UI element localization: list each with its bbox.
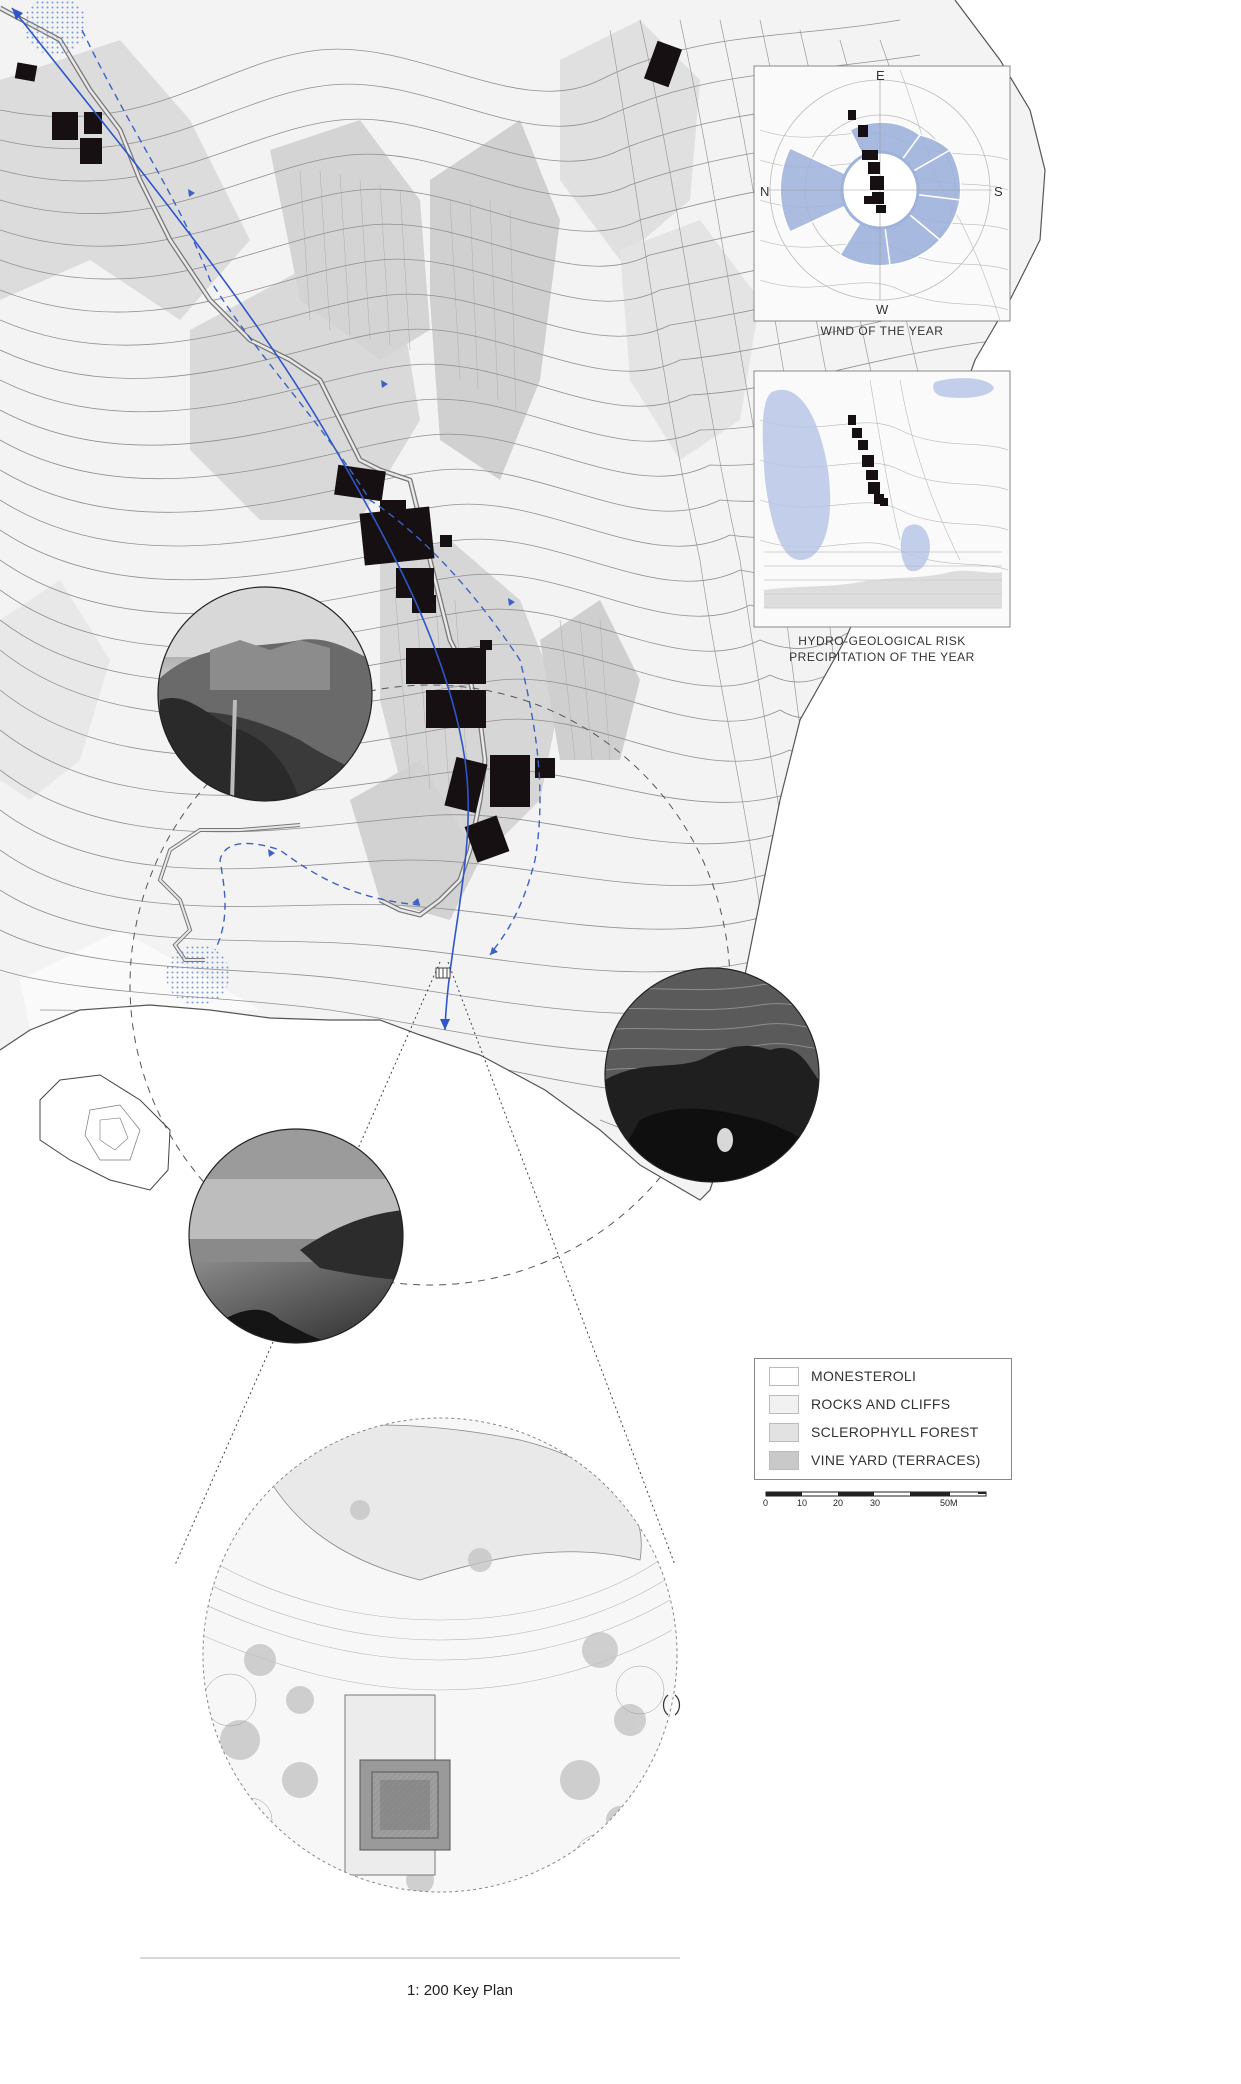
legend-label: ROCKS AND CLIFFS <box>811 1396 951 1412</box>
key-plan-drawing <box>202 1418 677 1892</box>
legend-swatch <box>769 1450 799 1470</box>
legend-item-monesteroli: MONESTEROLI <box>769 1365 916 1387</box>
compass-south-label: S <box>994 184 1003 199</box>
risk-zone-north <box>933 378 994 398</box>
water-zone-south <box>166 945 230 1005</box>
legend-swatch <box>769 1366 799 1386</box>
legend-swatch <box>769 1422 799 1442</box>
key-plan-projection <box>174 961 676 1566</box>
scale-bar <box>765 1491 987 1497</box>
photo-village <box>158 587 372 801</box>
wind-route-line <box>11 7 470 1031</box>
wind-caption: WIND OF THE YEAR <box>820 324 944 338</box>
legend-label: MONESTEROLI <box>811 1368 917 1384</box>
compass-north-label: N <box>760 184 770 199</box>
scale-tick-30: 30 <box>870 1498 881 1508</box>
risk-zone-west <box>762 389 831 560</box>
hydro-caption-line1: HYDRO-GEOLOGICAL RISK <box>798 634 966 648</box>
scale-tick-50m: 50M <box>940 1498 958 1508</box>
photo-sea-rocks <box>605 968 819 1182</box>
risk-zone-south <box>900 524 930 572</box>
islet <box>39 1074 171 1191</box>
photo-coast-cliff <box>189 1129 403 1343</box>
legend-swatch <box>769 1394 799 1414</box>
inset-hydro-map <box>753 370 1011 628</box>
legend-item-rocks: ROCKS AND CLIFFS <box>769 1393 950 1415</box>
legend-label: SCLEROPHYLL FOREST <box>811 1424 979 1440</box>
scale-tick-10: 10 <box>797 1498 808 1508</box>
compass-west-label: W <box>876 302 889 317</box>
hydro-caption-line2: PRECIPITATION OF THE YEAR <box>789 650 975 664</box>
legend-item-forest: SCLEROPHYLL FOREST <box>769 1421 978 1443</box>
water-flow-dashed <box>81 29 541 956</box>
buildings <box>14 40 683 863</box>
key-plan-label: 1: 200 Key Plan <box>407 1982 513 1999</box>
legend-item-vineyard: VINE YARD (TERRACES) <box>769 1449 981 1471</box>
legend: MONESTEROLI ROCKS AND CLIFFS SCLEROPHYLL… <box>754 1358 1012 1480</box>
inset-wind-map <box>753 65 1011 322</box>
legend-label: VINE YARD (TERRACES) <box>811 1452 981 1468</box>
compass-east-label: E <box>876 68 885 83</box>
scale-tick-20: 20 <box>833 1498 844 1508</box>
scale-tick-0: 0 <box>763 1498 769 1508</box>
